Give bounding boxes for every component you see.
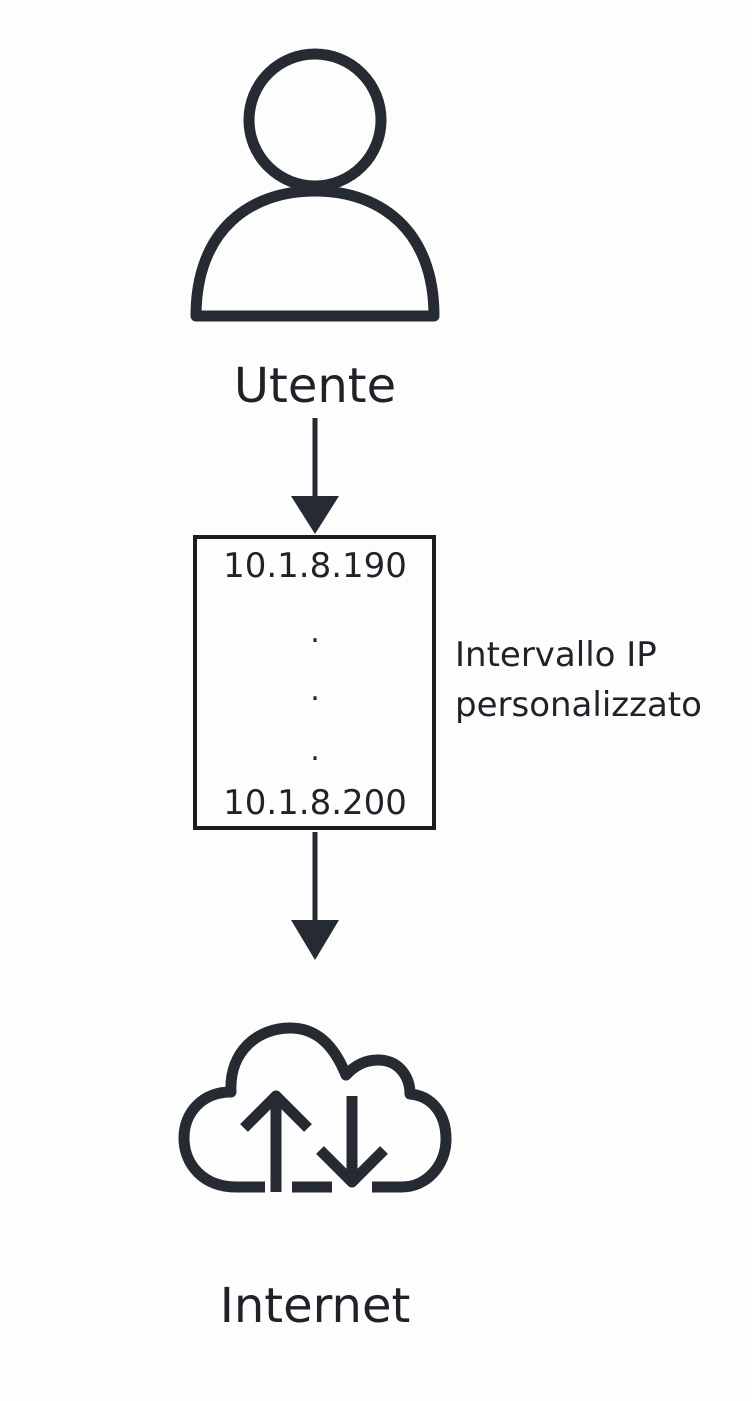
person-icon (190, 48, 440, 322)
ip-range-ellipsis-dot: . (310, 615, 320, 650)
ip-range-label-line1: Intervallo IP (455, 635, 657, 675)
cloud-upload-download-icon (178, 1022, 452, 1193)
ip-range-start: 10.1.8.190 (223, 546, 407, 586)
ip-range-ellipsis-dot: . (310, 673, 320, 708)
ip-range-ellipsis-dot: . (310, 733, 320, 768)
arrow-range-to-internet (291, 832, 339, 960)
ip-range-label-line2: personalizzato (455, 685, 702, 725)
ip-range-end: 10.1.8.200 (223, 783, 407, 823)
internet-label: Internet (219, 1278, 411, 1334)
user-label: Utente (233, 358, 397, 414)
ip-range-box (193, 535, 436, 830)
ip-range-label: Intervallo IP personalizzato (455, 630, 702, 730)
arrow-user-to-range (291, 418, 339, 534)
